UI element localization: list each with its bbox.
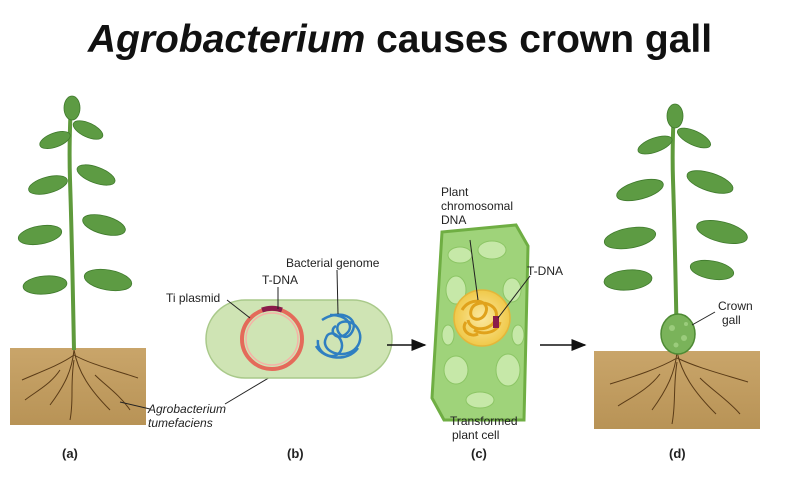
panel-label-d: (d) — [669, 446, 686, 461]
crown-gall-pointer — [691, 311, 716, 326]
label-t-dna-b: T-DNA — [262, 273, 298, 287]
label-transformed-line2: plant cell — [452, 428, 499, 442]
label-agro-line1: Agrobacterium — [147, 402, 226, 416]
label-agro-line2: tumefaciens — [148, 416, 213, 430]
label-plant-chrom-line3: DNA — [441, 213, 466, 227]
t-dna-insert-c — [493, 316, 499, 328]
label-plant-chrom-line1: Plant — [441, 185, 469, 199]
label-t-dna-c: T-DNA — [527, 264, 563, 278]
bacterial-genome — [314, 313, 362, 359]
crown-gall — [660, 313, 696, 355]
bacterium-cell — [205, 299, 393, 379]
leaves-d — [603, 103, 748, 291]
label-crown-line1: Crown — [718, 299, 753, 313]
t-dna-segment-b — [261, 305, 283, 313]
stem-a — [67, 99, 76, 351]
panel-d-plant — [594, 103, 760, 429]
soil-block-a — [10, 348, 146, 425]
leaves-a — [17, 95, 133, 295]
plant-chromosome — [460, 299, 502, 337]
roots-a — [21, 349, 139, 421]
title-italic: Agrobacterium — [87, 18, 366, 61]
panel-b-bacterium — [205, 299, 393, 379]
panel-label-b: (b) — [287, 446, 304, 461]
title-rest: causes crown gall — [365, 18, 713, 61]
label-transformed-line1: Transformed — [450, 414, 518, 428]
ti-plasmid-inner — [245, 312, 299, 366]
panel-a-plant — [10, 95, 146, 425]
label-bacterial-genome: Bacterial genome — [286, 256, 380, 270]
label-ti-plasmid: Ti plasmid — [166, 291, 220, 305]
panel-c-pointers — [469, 239, 531, 319]
stem-d — [670, 107, 679, 353]
label-plant-chrom-line2: chromosomal — [441, 199, 513, 213]
panel-label-a: (a) — [62, 446, 78, 461]
roots-d — [609, 351, 749, 425]
page-title: Agrobacterium causes crown gall — [0, 18, 800, 62]
gall-texture — [669, 322, 688, 348]
panel-b-pointers — [226, 269, 339, 319]
cell-vacuoles — [441, 240, 525, 409]
panel-c-cell — [430, 223, 530, 422]
panel-label-c: (c) — [471, 446, 487, 461]
label-crown-line2: gall — [722, 313, 741, 327]
